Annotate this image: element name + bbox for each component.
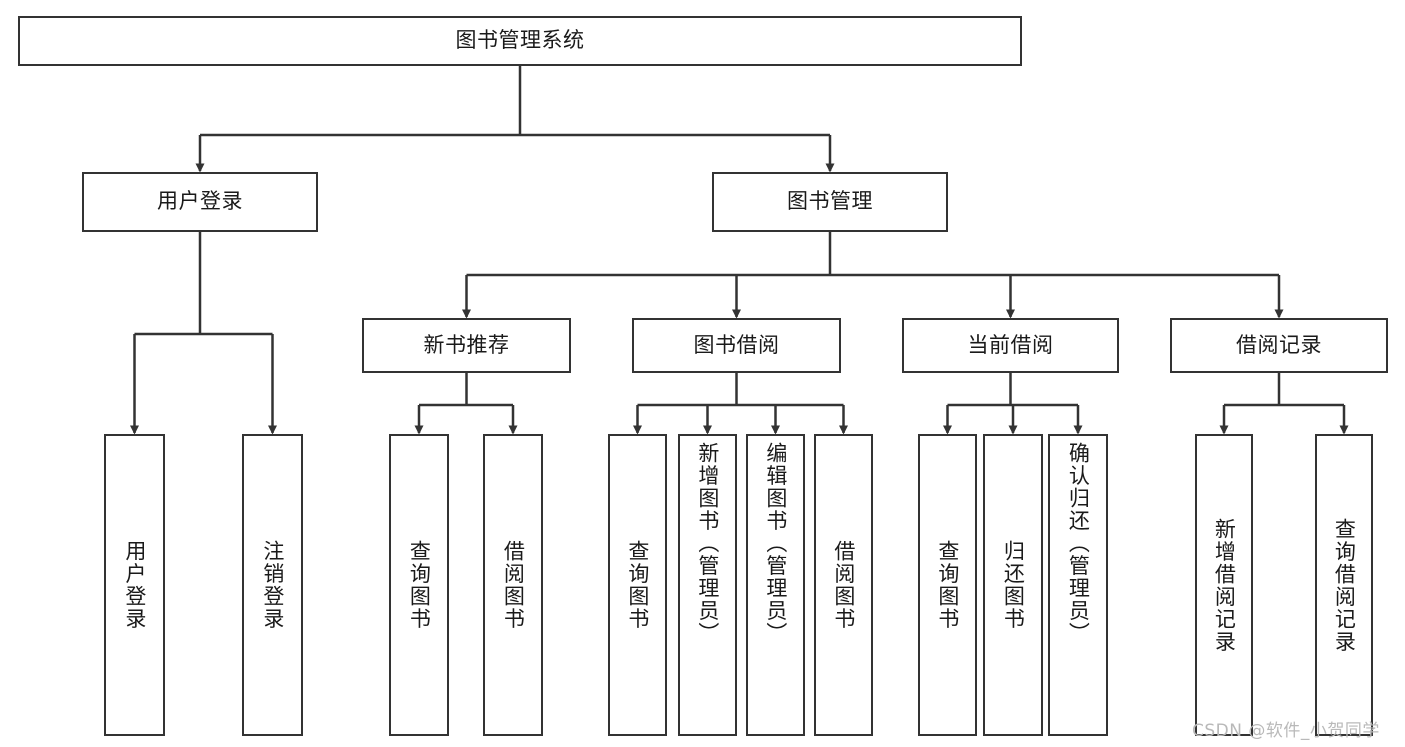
node-leaf-5[interactable]: 查询图书	[608, 434, 667, 736]
node-label: 借阅记录	[1236, 332, 1322, 357]
node-leaf-6[interactable]: 新增图书（管理员）	[678, 434, 737, 736]
node-label: 注销登录	[260, 540, 285, 630]
node-leaf-9[interactable]: 查询图书	[918, 434, 977, 736]
node-label: 图书借阅	[693, 332, 780, 357]
node-borrow[interactable]: 图书借阅	[632, 318, 841, 373]
node-user-login[interactable]: 用户登录	[82, 172, 318, 232]
node-current[interactable]: 当前借阅	[902, 318, 1119, 373]
node-leaf-12[interactable]: 新增借阅记录	[1195, 434, 1253, 736]
node-label: 查询图书	[625, 540, 650, 630]
node-leaf-13[interactable]: 查询借阅记录	[1315, 434, 1373, 736]
node-leaf-10[interactable]: 归还图书	[983, 434, 1043, 736]
node-new-rec[interactable]: 新书推荐	[362, 318, 571, 373]
node-label: 用户登录	[157, 189, 243, 214]
node-leaf-8[interactable]: 借阅图书	[814, 434, 873, 736]
node-leaf-1[interactable]: 用户登录	[104, 434, 165, 736]
node-leaf-7[interactable]: 编辑图书（管理员）	[746, 434, 805, 736]
node-label: 查询图书	[935, 540, 960, 630]
node-label: 用户登录	[122, 540, 147, 630]
node-label: 查询图书	[407, 540, 432, 630]
node-label: 当前借阅	[967, 332, 1054, 357]
node-leaf-11[interactable]: 确认归还（管理员）	[1048, 434, 1108, 736]
node-label: 归还图书	[1001, 540, 1026, 630]
node-label: 借阅图书	[831, 540, 856, 630]
watermark-label: CSDN @软件_小贺同学	[1192, 721, 1380, 741]
node-label: 查询借阅记录	[1332, 517, 1357, 653]
node-leaf-3[interactable]: 查询图书	[389, 434, 449, 736]
node-label: 图书管理系统	[455, 28, 585, 53]
node-label: 编辑图书（管理员）	[763, 442, 788, 645]
node-label: 新增图书（管理员）	[695, 442, 720, 645]
node-label: 图书管理	[787, 189, 873, 214]
node-root[interactable]: 图书管理系统	[18, 16, 1022, 66]
node-label: 新增借阅记录	[1212, 517, 1237, 653]
node-records[interactable]: 借阅记录	[1170, 318, 1388, 373]
node-book-mgmt[interactable]: 图书管理	[712, 172, 948, 232]
node-leaf-4[interactable]: 借阅图书	[483, 434, 543, 736]
node-label: 确认归还（管理员）	[1066, 442, 1091, 645]
node-label: 新书推荐	[423, 332, 510, 357]
node-leaf-2[interactable]: 注销登录	[242, 434, 303, 736]
node-label: 借阅图书	[501, 540, 526, 630]
edge-group	[130, 66, 1349, 435]
